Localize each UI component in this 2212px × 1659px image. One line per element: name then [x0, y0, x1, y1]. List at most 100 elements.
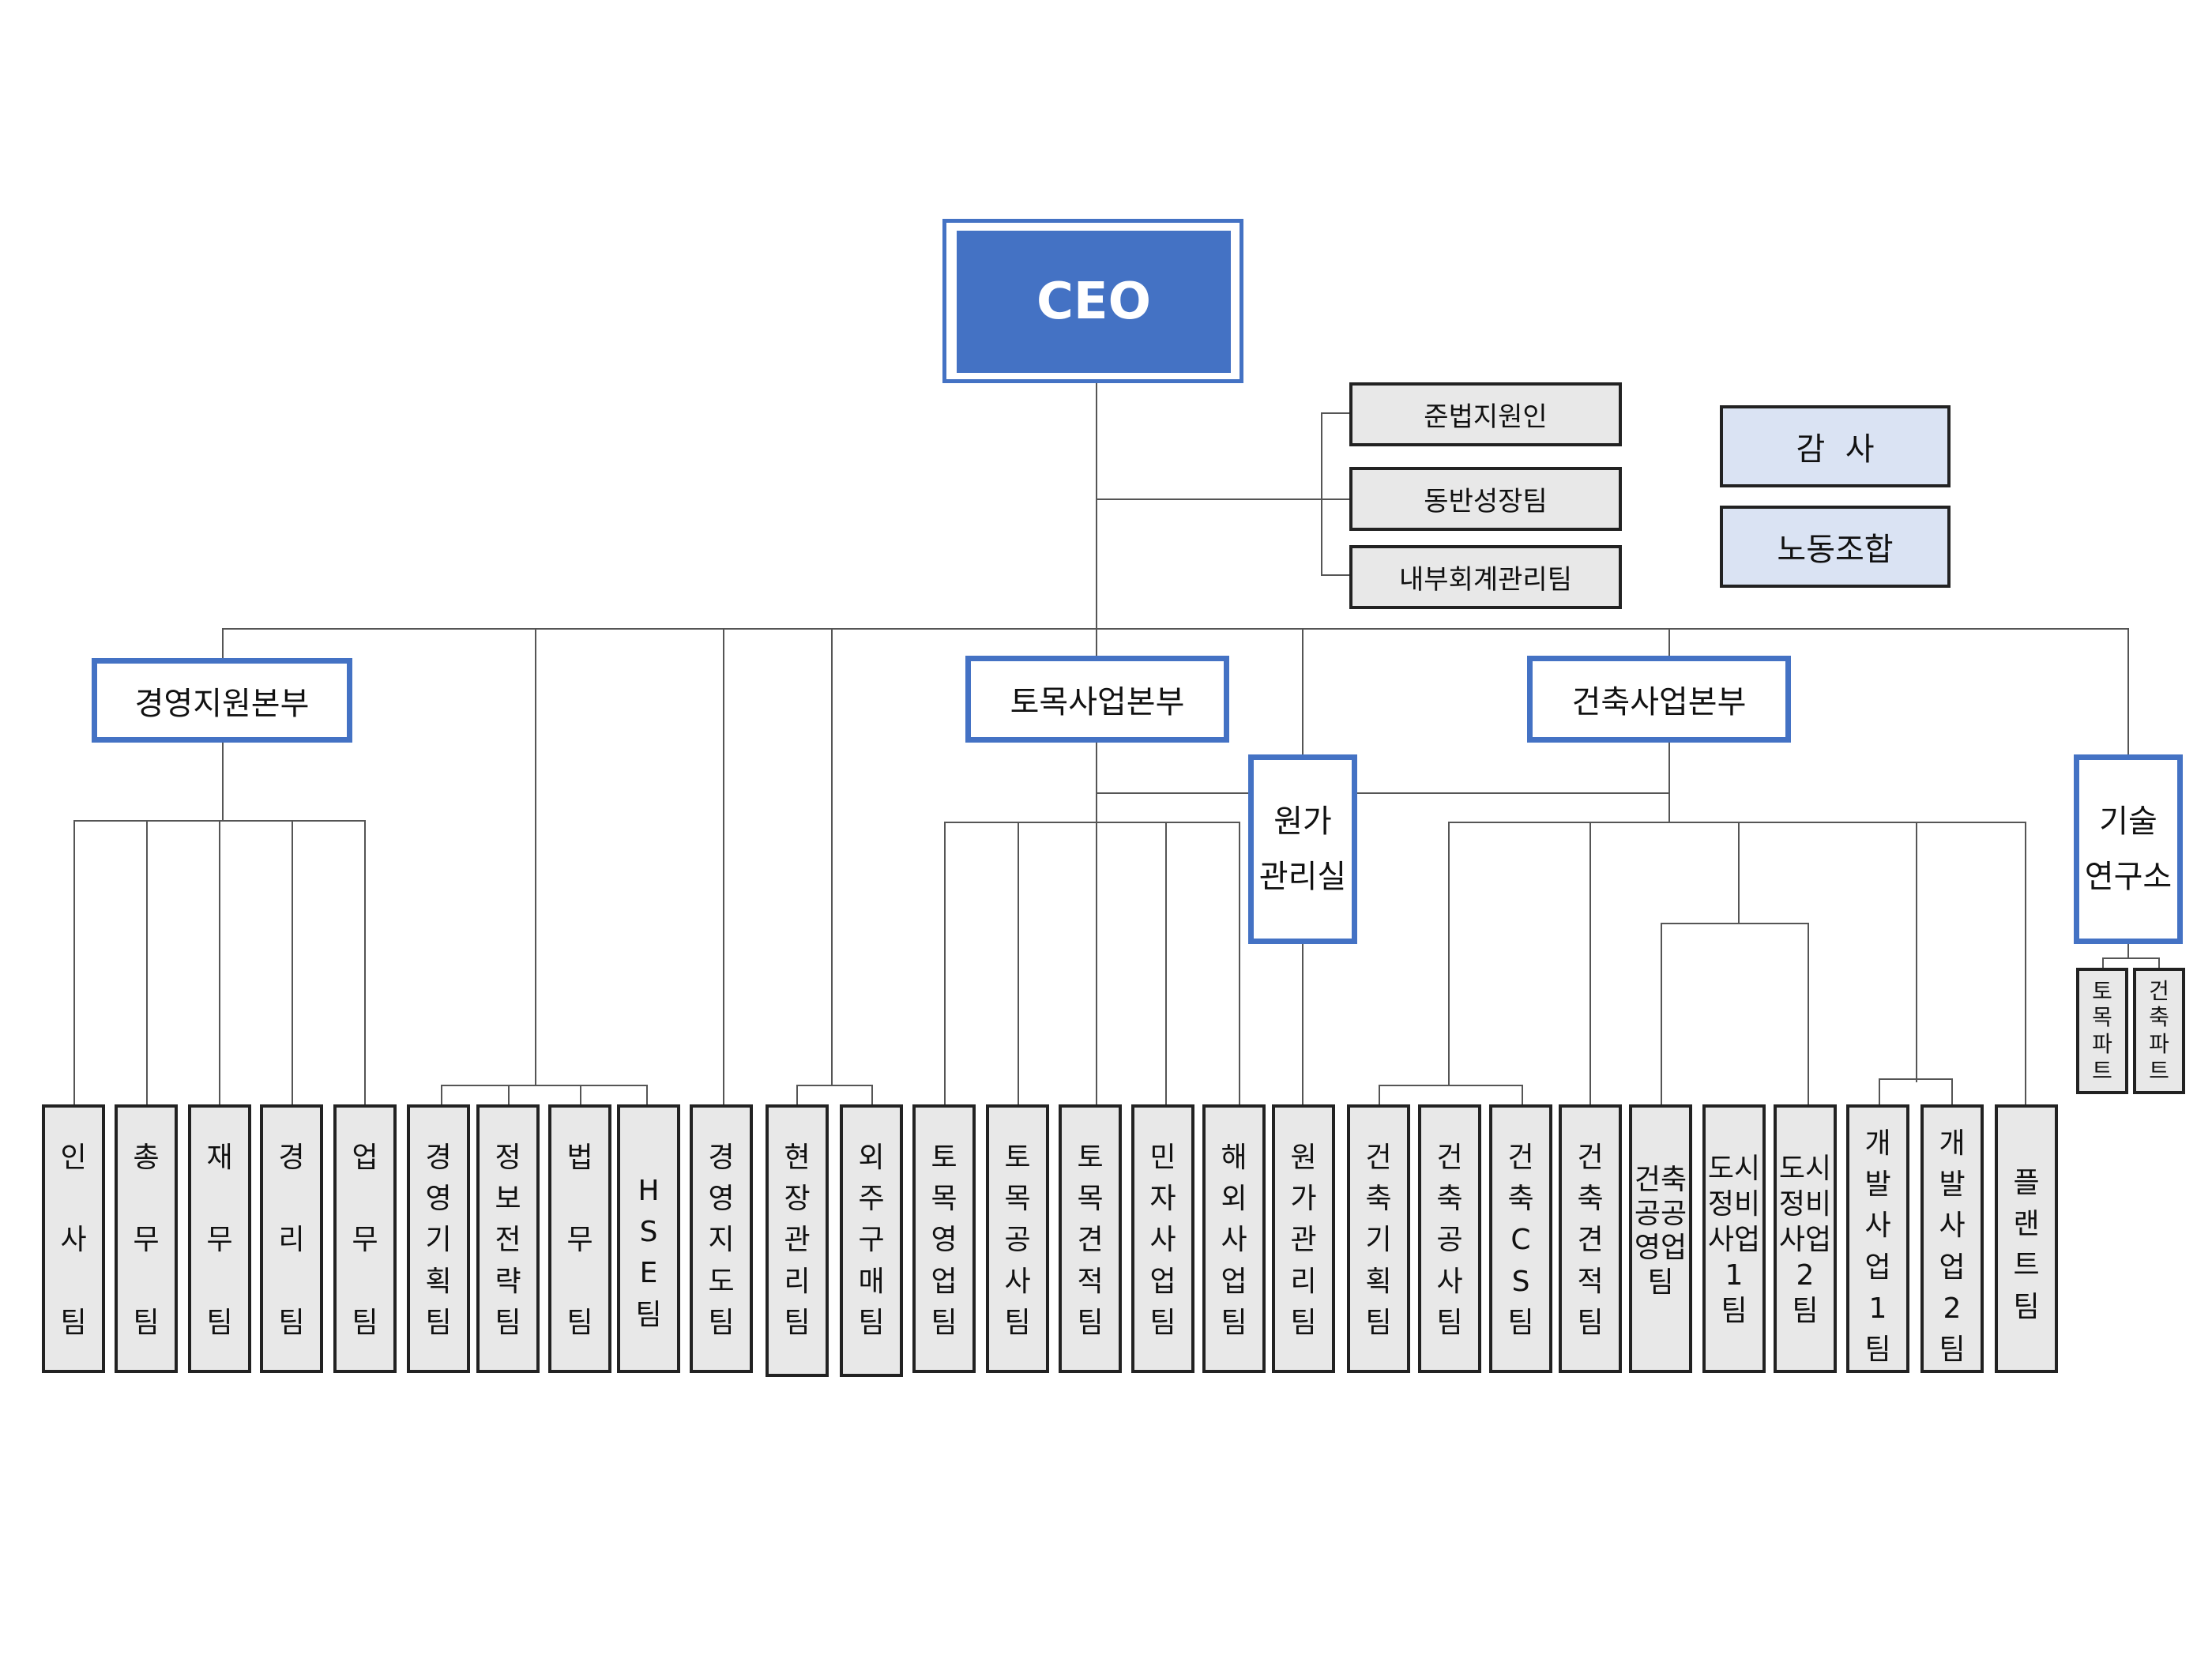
- team-box: 법 무 팀: [548, 1104, 611, 1373]
- team-label: 총 무 팀: [133, 1142, 160, 1339]
- connector: [1589, 822, 1591, 1106]
- connector: [508, 1085, 510, 1106]
- team-label: 외 주 구 매 팀: [858, 1142, 885, 1339]
- team-box: 토 목 견 적 팀: [1059, 1104, 1122, 1373]
- team-box: 경 영 기 획 팀: [407, 1104, 470, 1373]
- staff-shared-growth-team: 동반성장팀: [1349, 467, 1622, 531]
- team-label: 현 장 관 리 팀: [784, 1142, 811, 1339]
- team-label: 개 발 사 업 1 팀: [1864, 1127, 1891, 1366]
- team-box: 민 자 사 업 팀: [1131, 1104, 1194, 1373]
- connector: [1808, 923, 1809, 1106]
- team-box: 플 랜 트 팀: [1995, 1104, 2058, 1373]
- connector: [1668, 743, 1670, 823]
- connector: [1448, 822, 1450, 1086]
- team-label: 건 축 공 사 팀: [1436, 1142, 1463, 1339]
- connector: [2102, 957, 2160, 959]
- connector: [1096, 792, 1668, 794]
- hq-civil-business: 토목사업본부: [965, 656, 1229, 743]
- hq-cost-management-office: 원가 관리실: [1248, 754, 1357, 944]
- team-label: 도시 정비 사업 2 팀: [1778, 1153, 1832, 1327]
- team-label: 토 목 공 사 팀: [1004, 1142, 1031, 1339]
- connector: [1661, 923, 1662, 1106]
- connector: [723, 628, 724, 1106]
- connector: [441, 1085, 442, 1106]
- team-label: 재 무 팀: [206, 1142, 233, 1339]
- connector: [364, 820, 366, 1106]
- team-box: 도시 정비 사업 1 팀: [1702, 1104, 1766, 1373]
- connector: [146, 820, 148, 1106]
- team-box: 건 축 견 적 팀: [1559, 1104, 1622, 1373]
- connector: [646, 1085, 648, 1106]
- team-box: 건 축 기 획 팀: [1347, 1104, 1410, 1373]
- team-box: H S E 팀: [617, 1104, 680, 1373]
- connector: [1668, 628, 1670, 660]
- staff-internal-accounting-team: 내부회계관리팀: [1349, 545, 1622, 609]
- connector: [1379, 1085, 1523, 1086]
- ceo-box: CEO: [957, 231, 1231, 373]
- connector: [2025, 822, 2026, 1106]
- team-label: 토 목 견 적 팀: [1077, 1142, 1104, 1339]
- connector: [1379, 1085, 1380, 1106]
- team-box: 정 보 전 략 팀: [476, 1104, 540, 1373]
- connector: [1951, 1078, 1953, 1106]
- team-box: 건 축 C S 팀: [1489, 1104, 1552, 1373]
- team-label: 건 축 견 적 팀: [1577, 1142, 1604, 1339]
- connector: [944, 822, 1240, 823]
- team-label: 건 축 기 획 팀: [1365, 1142, 1392, 1339]
- hq-technology-research-institute: 기술 연구소: [2074, 754, 2183, 944]
- hq-architecture-business: 건축사업본부: [1527, 656, 1791, 743]
- team-box: 토 목 공 사 팀: [986, 1104, 1049, 1373]
- connector: [1448, 822, 2026, 823]
- connector: [871, 1085, 873, 1106]
- team-box: 건 축 공 사 팀: [1418, 1104, 1481, 1373]
- hq-management-support: 경영지원본부: [92, 658, 352, 743]
- team-box: 해 외 사 업 팀: [1202, 1104, 1266, 1373]
- connector: [1239, 822, 1240, 1106]
- team-box: 건축 공공 영업 팀: [1629, 1104, 1692, 1373]
- connector: [1916, 822, 1917, 1082]
- connector: [1661, 923, 1809, 924]
- connector: [1096, 382, 1097, 1109]
- connector: [1321, 412, 1352, 414]
- research-part-civil: 토 목 파 트: [2076, 968, 2128, 1094]
- team-label: 경 영 기 획 팀: [425, 1142, 452, 1339]
- team-box: 경 영 지 도 팀: [690, 1104, 753, 1373]
- team-label: 도시 정비 사업 1 팀: [1707, 1153, 1761, 1327]
- team-box: 개 발 사 업 1 팀: [1846, 1104, 1909, 1373]
- staff-compliance-officer: 준법지원인: [1349, 382, 1622, 446]
- team-label: 플 랜 트 팀: [2013, 1167, 2040, 1323]
- team-label: 토 목 영 업 팀: [931, 1142, 957, 1339]
- connector: [2158, 957, 2160, 969]
- team-label: 해 외 사 업 팀: [1221, 1142, 1247, 1339]
- connector: [580, 1085, 581, 1106]
- team-box: 현 장 관 리 팀: [766, 1104, 829, 1377]
- connector: [1522, 1085, 1523, 1106]
- team-box: 개 발 사 업 2 팀: [1920, 1104, 1984, 1373]
- team-label: 법 무 팀: [566, 1142, 593, 1339]
- team-box: 재 무 팀: [188, 1104, 251, 1373]
- ceo-frame: [942, 219, 1243, 383]
- team-box: 외 주 구 매 팀: [840, 1104, 903, 1377]
- connector: [441, 1085, 648, 1086]
- team-label: 원 가 관 리 팀: [1290, 1142, 1317, 1339]
- team-label: 건축 공공 영업 팀: [1634, 1164, 1687, 1299]
- team-box: 경 리 팀: [260, 1104, 323, 1373]
- team-box: 인 사 팀: [42, 1104, 105, 1373]
- connector: [1321, 498, 1352, 500]
- connector: [796, 1085, 873, 1086]
- team-box: 원 가 관 리 팀: [1272, 1104, 1335, 1373]
- team-label: 정 보 전 략 팀: [495, 1142, 521, 1339]
- connector: [1302, 628, 1304, 754]
- connector: [2102, 957, 2104, 969]
- connector: [535, 628, 536, 1086]
- connector: [222, 628, 2129, 630]
- connector: [1321, 574, 1352, 576]
- connector: [1302, 940, 1304, 1106]
- connector: [1165, 822, 1167, 1106]
- connector: [222, 741, 224, 822]
- audit-box: 감 사: [1720, 405, 1951, 487]
- team-label: H S E 팀: [635, 1175, 662, 1331]
- connector: [219, 820, 220, 1106]
- team-label: 인 사 팀: [60, 1142, 87, 1339]
- team-label: 개 발 사 업 2 팀: [1939, 1127, 1966, 1366]
